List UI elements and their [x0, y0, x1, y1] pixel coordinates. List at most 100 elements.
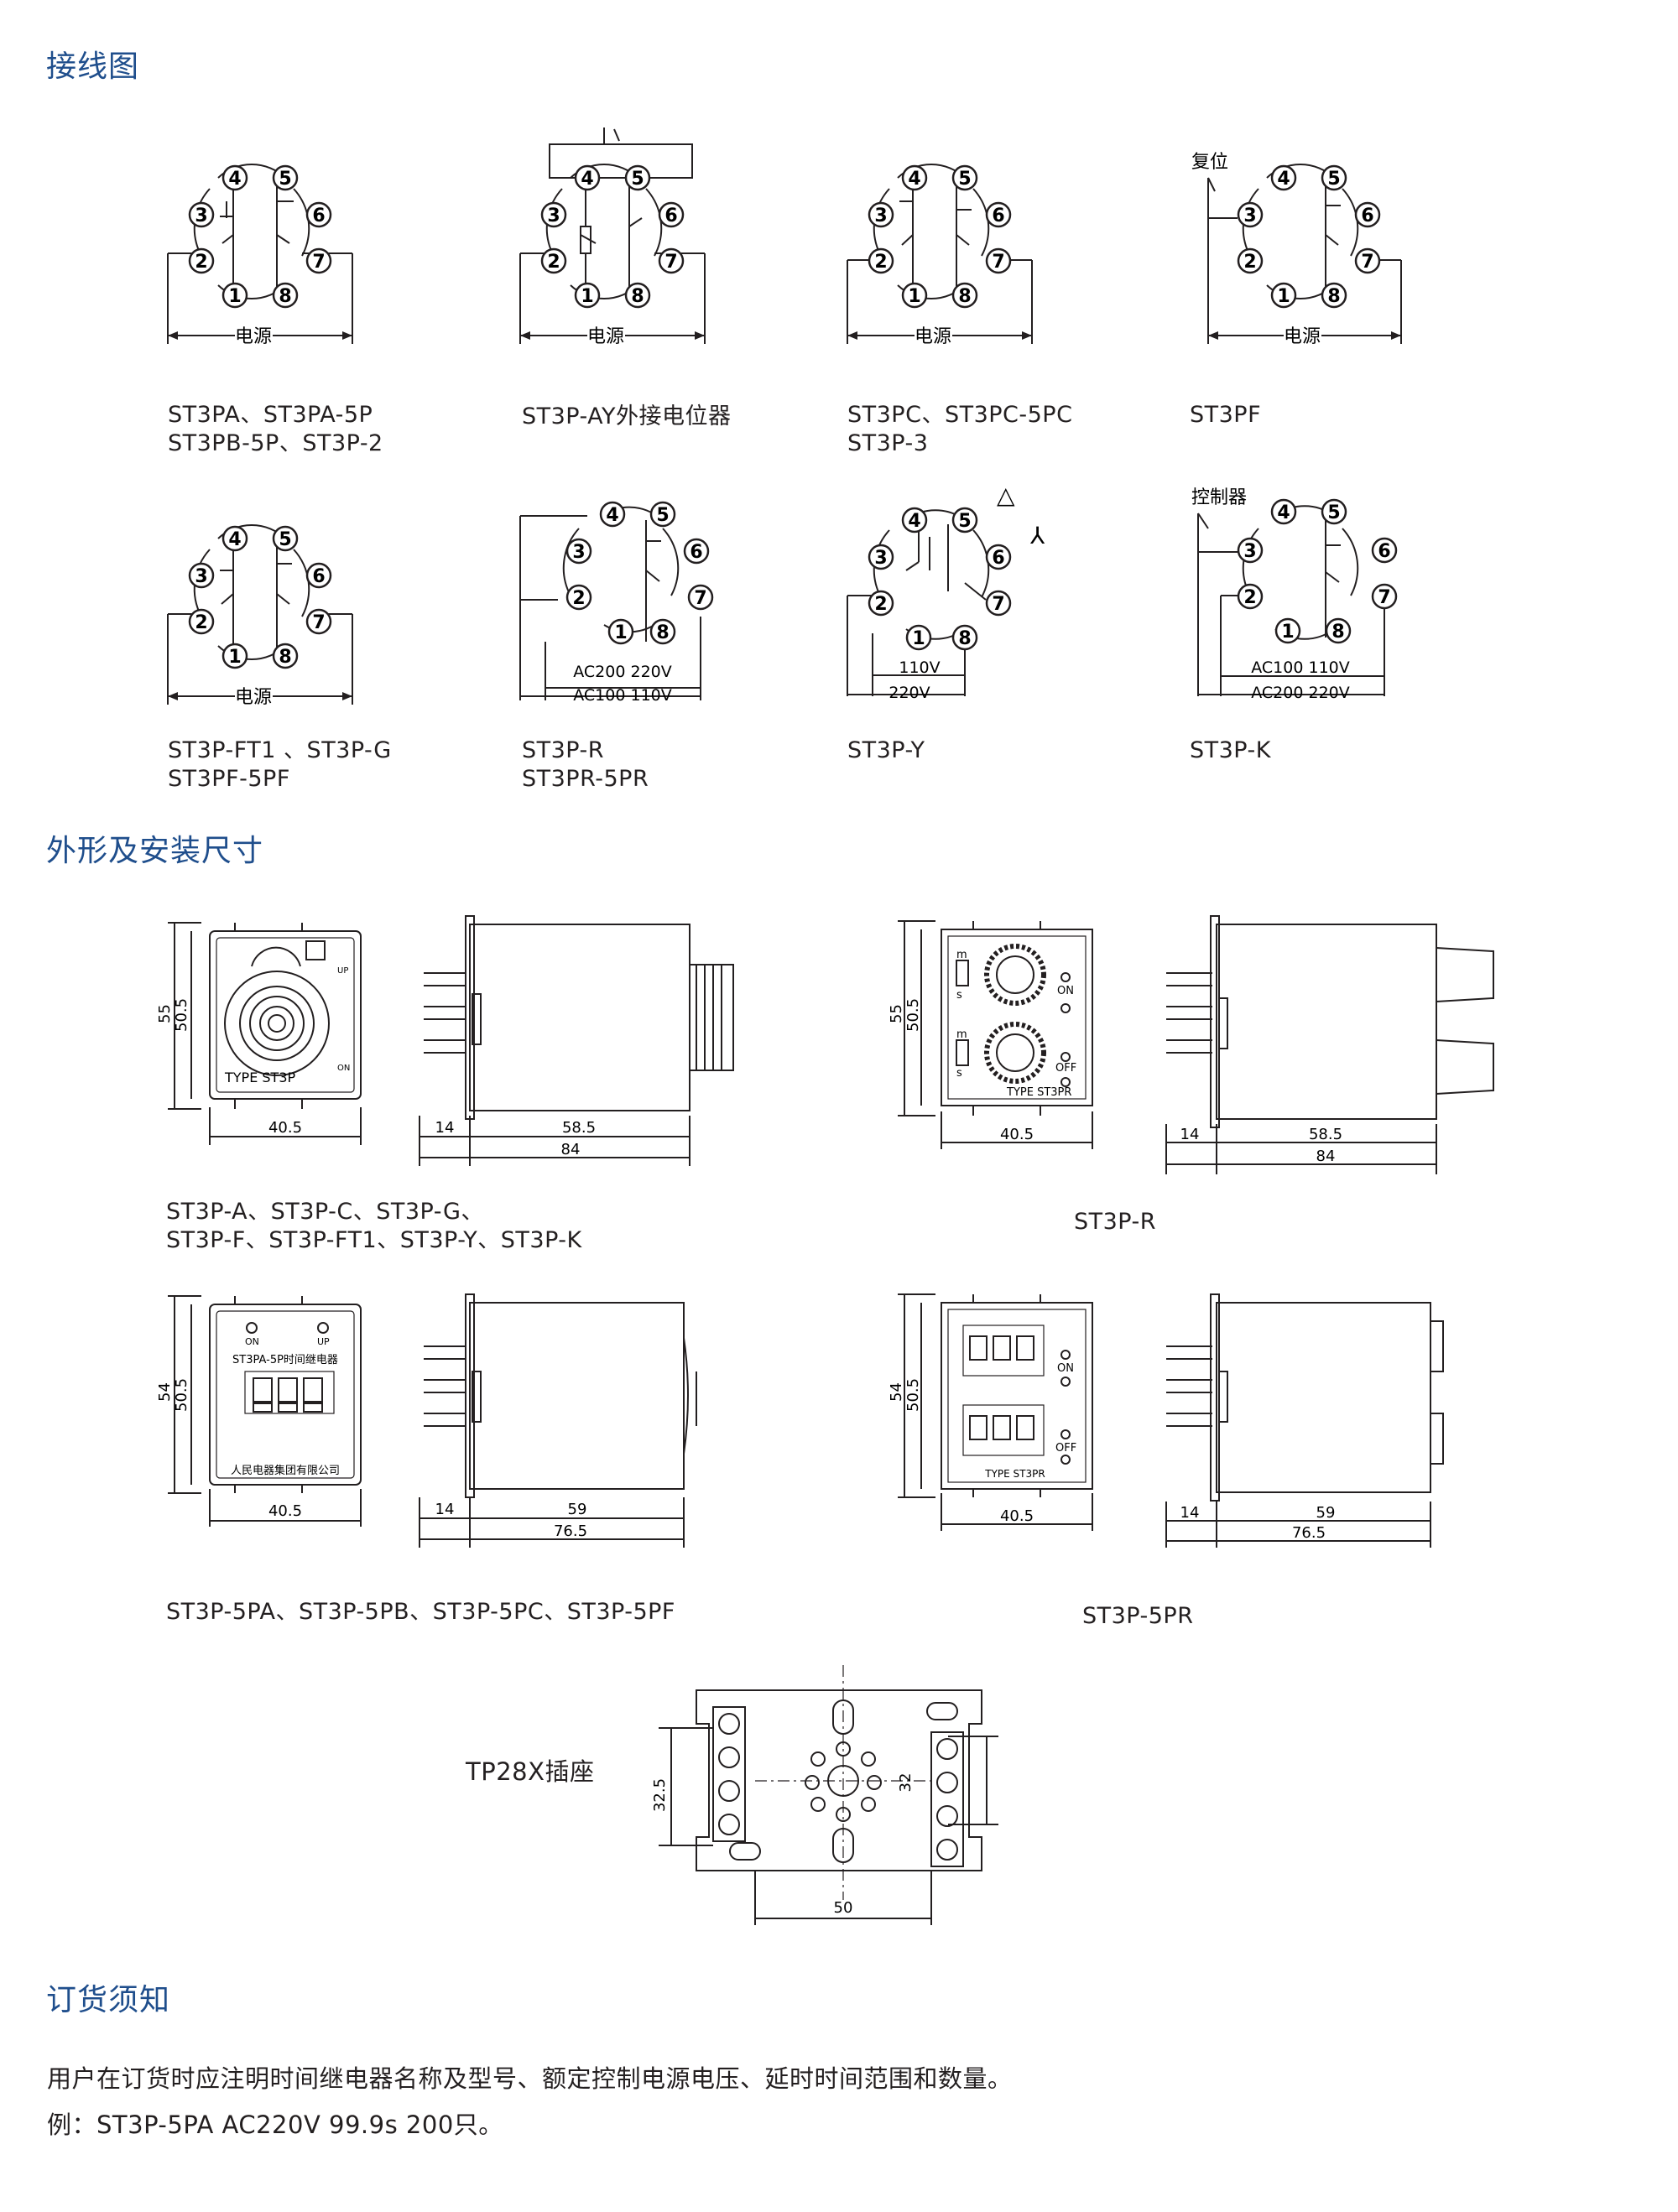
- svg-text:8: 8: [958, 286, 971, 307]
- caption-dim-st3p-5pr: ST3P-5PR: [1082, 1603, 1194, 1629]
- svg-text:4: 4: [908, 511, 920, 532]
- svg-text:1: 1: [1277, 286, 1290, 307]
- caption-dim-st3p-5pa: ST3P-5PA、ST3P-5PB、ST3P-5PC、ST3P-5PF: [166, 1599, 675, 1625]
- power-label: 电源: [235, 687, 272, 708]
- dim-drawing-st3p-a: TYPE ST3P UP ON 55 50.5 40.5 14 58.5 84: [156, 915, 734, 1166]
- svg-text:84: 84: [1316, 1148, 1336, 1165]
- svg-text:5: 5: [631, 169, 644, 190]
- caption-st3p-y: ST3P-Y: [847, 737, 925, 763]
- caption-dim-st3p-a: ST3P-A、ST3P-C、ST3P-G、ST3P-F、ST3P-FT1、ST3…: [166, 1199, 582, 1253]
- svg-text:4: 4: [1277, 502, 1290, 523]
- svg-text:2: 2: [1243, 252, 1256, 273]
- socket-drawing-tp28x: 32.5 32 50: [651, 1665, 998, 1925]
- svg-text:2: 2: [874, 252, 887, 273]
- svg-text:5: 5: [1327, 502, 1340, 523]
- svg-text:50: 50: [834, 1899, 853, 1917]
- svg-text:40.5: 40.5: [268, 1502, 302, 1520]
- svg-text:6: 6: [312, 566, 325, 587]
- svg-text:40.5: 40.5: [1000, 1126, 1034, 1143]
- svg-text:3: 3: [195, 566, 207, 587]
- svg-text:14: 14: [1180, 1504, 1200, 1522]
- svg-text:6: 6: [1361, 206, 1373, 226]
- svg-text:ON: ON: [1057, 985, 1074, 997]
- svg-text:55: 55: [156, 1004, 174, 1023]
- svg-text:6: 6: [690, 542, 702, 563]
- svg-text:1: 1: [228, 286, 241, 307]
- svg-text:5: 5: [656, 505, 669, 526]
- power-label: 电源: [587, 326, 624, 347]
- svg-text:32.5: 32.5: [651, 1778, 669, 1812]
- power-label: 电源: [235, 326, 272, 347]
- svg-text:84: 84: [561, 1141, 581, 1158]
- wiring-diagram-st3p-y: △ ⅄ 4 5 3 6 2 7 1 8 110V 220V: [847, 481, 1045, 702]
- svg-text:32: 32: [897, 1773, 915, 1793]
- svg-text:7: 7: [992, 252, 1004, 273]
- svg-text:UP: UP: [337, 966, 348, 976]
- svg-text:8: 8: [631, 286, 644, 307]
- svg-text:59: 59: [568, 1501, 587, 1518]
- svg-text:76.5: 76.5: [554, 1522, 587, 1540]
- svg-text:OFF: OFF: [1055, 1062, 1076, 1075]
- svg-text:TYPE ST3PR: TYPE ST3PR: [984, 1468, 1045, 1480]
- svg-text:8: 8: [279, 647, 291, 668]
- section-title-ordering: 订货须知: [46, 1983, 171, 2017]
- svg-text:s: s: [956, 1067, 962, 1080]
- svg-text:110V: 110V: [899, 658, 940, 677]
- svg-text:2: 2: [195, 612, 207, 633]
- svg-text:8: 8: [1327, 286, 1340, 307]
- svg-text:TYPE ST3P: TYPE ST3P: [224, 1070, 296, 1085]
- svg-text:14: 14: [435, 1119, 455, 1137]
- caption-st3p-ay: ST3P-AY外接电位器: [522, 403, 732, 429]
- dim-drawing-st3p-5pa: ON UP ST3PA-5P时间继电器 人民电器集团有限公司 54 50.5 4…: [156, 1293, 697, 1548]
- svg-text:6: 6: [664, 206, 677, 226]
- wiring-diagram-st3pf: 复位 4 5 3 6 2 7 1 8 电源: [1191, 152, 1402, 347]
- svg-text:1: 1: [1281, 622, 1294, 643]
- svg-text:1: 1: [614, 622, 627, 643]
- svg-text:50.5: 50.5: [173, 1378, 190, 1412]
- reset-label: 复位: [1191, 152, 1228, 173]
- svg-text:5: 5: [958, 511, 971, 532]
- delta-symbol: △: [997, 481, 1015, 509]
- svg-text:14: 14: [435, 1501, 455, 1518]
- svg-text:220V: 220V: [889, 684, 930, 702]
- svg-text:AC100 110V: AC100 110V: [573, 686, 672, 705]
- svg-text:58.5: 58.5: [562, 1119, 596, 1137]
- svg-text:人民电器集团有限公司: 人民电器集团有限公司: [231, 1464, 340, 1477]
- svg-text:3: 3: [572, 542, 585, 563]
- svg-text:40.5: 40.5: [268, 1119, 302, 1137]
- svg-text:6: 6: [312, 206, 325, 226]
- svg-text:m: m: [956, 1028, 967, 1041]
- svg-text:54: 54: [156, 1382, 174, 1402]
- svg-text:m: m: [956, 949, 967, 961]
- power-label: 电源: [915, 326, 951, 347]
- ordering-note-line2: 例：ST3P-5PA AC220V 99.9s 200只。: [47, 2111, 503, 2139]
- wiring-diagram-st3pa: 4 5 3 6 2 7 1 8 电源: [167, 164, 353, 347]
- svg-text:7: 7: [694, 588, 706, 609]
- svg-text:2: 2: [572, 588, 585, 609]
- svg-text:AC200 220V: AC200 220V: [1251, 684, 1350, 702]
- svg-text:40.5: 40.5: [1000, 1507, 1034, 1525]
- wiring-diagram-st3p-ft1: 4 5 3 6 2 7 1 8 电源: [167, 524, 353, 708]
- svg-text:s: s: [956, 989, 962, 1002]
- svg-text:4: 4: [606, 505, 618, 526]
- svg-text:5: 5: [1327, 169, 1340, 190]
- svg-text:8: 8: [958, 628, 971, 649]
- caption-st3p-k: ST3P-K: [1190, 737, 1271, 763]
- svg-text:2: 2: [547, 252, 560, 273]
- caption-dim-st3p-r: ST3P-R: [1074, 1209, 1157, 1235]
- svg-text:3: 3: [874, 548, 887, 569]
- controller-label: 控制器: [1191, 487, 1247, 508]
- svg-text:ST3PA-5P时间继电器: ST3PA-5P时间继电器: [232, 1354, 338, 1366]
- svg-text:4: 4: [908, 169, 920, 190]
- svg-text:7: 7: [312, 252, 325, 273]
- svg-text:2: 2: [874, 594, 887, 615]
- svg-text:AC200 220V: AC200 220V: [573, 663, 672, 681]
- svg-text:1: 1: [908, 286, 920, 307]
- svg-text:7: 7: [1361, 252, 1373, 273]
- svg-text:76.5: 76.5: [1292, 1524, 1326, 1542]
- svg-text:5: 5: [279, 169, 291, 190]
- svg-text:OFF: OFF: [1055, 1442, 1076, 1455]
